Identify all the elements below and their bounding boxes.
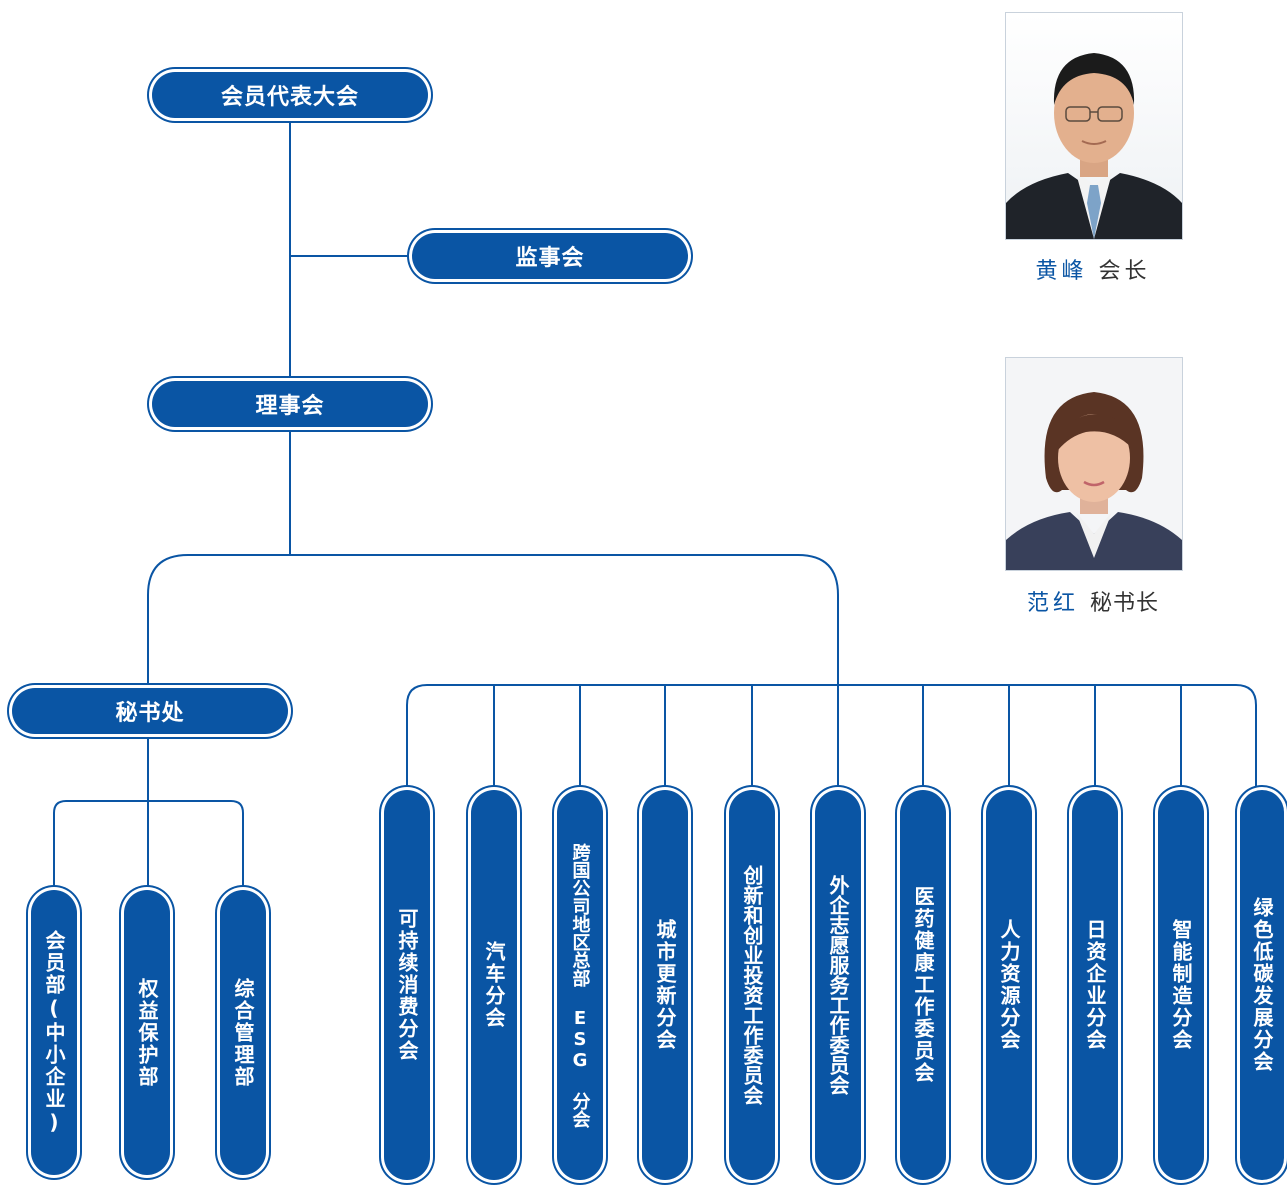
general-assembly-label: 会员代表大会 bbox=[220, 85, 359, 110]
chairman-title: 会长 bbox=[1098, 259, 1151, 284]
branch-box: 汽车分会 bbox=[471, 790, 517, 1180]
department-rights: 权益保护部 bbox=[124, 890, 170, 1175]
secretary-general-caption: 范红 秘书长 bbox=[1005, 585, 1181, 617]
branch-label: 日资企业分会 bbox=[1083, 919, 1107, 1051]
general-assembly-box: 会员代表大会 bbox=[152, 72, 428, 118]
chairman-name: 黄峰 bbox=[1035, 259, 1088, 284]
supervisory-board-label: 监事会 bbox=[515, 246, 585, 271]
branch-box: 城市更新分会 bbox=[642, 790, 688, 1180]
secretariat-label: 秘书处 bbox=[115, 701, 185, 726]
chairman-portrait-icon bbox=[1006, 13, 1182, 239]
branch-box: 人力资源分会 bbox=[986, 790, 1032, 1180]
branch-box: 创新和创业投资工作委员会 bbox=[729, 790, 775, 1180]
branch-label: 汽车分会 bbox=[482, 941, 506, 1029]
department-label: 会员部(中小企业) bbox=[42, 929, 66, 1136]
branch-label: 智能制造分会 bbox=[1169, 919, 1193, 1051]
branch-label: 人力资源分会 bbox=[997, 919, 1021, 1051]
branch-label: 城市更新分会 bbox=[653, 919, 677, 1051]
secretary-general-portrait-icon bbox=[1006, 358, 1182, 570]
branch-label: 医药健康工作委员会 bbox=[911, 886, 935, 1084]
department-admin: 综合管理部 bbox=[220, 890, 266, 1175]
branch-box: 智能制造分会 bbox=[1158, 790, 1204, 1180]
branch-box: 可持续消费分会 bbox=[384, 790, 430, 1180]
branch-box: 日资企业分会 bbox=[1072, 790, 1118, 1180]
supervisory-board-box: 监事会 bbox=[412, 233, 688, 279]
department-label: 权益保护部 bbox=[135, 977, 159, 1088]
secretary-general-name: 范红 bbox=[1026, 591, 1079, 616]
branch-box: 跨国公司地区总部 ESG 分会 bbox=[557, 790, 603, 1180]
branch-label: 创新和创业投资工作委员会 bbox=[740, 865, 764, 1105]
branch-box: 外企志愿服务工作委员会 bbox=[815, 790, 861, 1180]
branch-label: 可持续消费分会 bbox=[395, 908, 419, 1062]
department-member: 会员部(中小企业) bbox=[31, 890, 77, 1175]
branch-label: 跨国公司地区总部 ESG 分会 bbox=[569, 842, 591, 1128]
secretary-general-photo bbox=[1005, 357, 1183, 571]
branch-label: 绿色低碳发展分会 bbox=[1250, 897, 1274, 1073]
chairman-caption: 黄峰 会长 bbox=[1005, 253, 1181, 285]
secretary-general-title: 秘书长 bbox=[1090, 591, 1160, 616]
branch-label: 外企志愿服务工作委员会 bbox=[826, 875, 850, 1095]
department-label: 综合管理部 bbox=[231, 977, 255, 1088]
branch-box: 绿色低碳发展分会 bbox=[1240, 790, 1284, 1180]
council-label: 理事会 bbox=[255, 394, 325, 419]
chairman-photo bbox=[1005, 12, 1183, 240]
branch-box: 医药健康工作委员会 bbox=[900, 790, 946, 1180]
council-box: 理事会 bbox=[152, 381, 428, 427]
secretariat-box: 秘书处 bbox=[12, 688, 288, 734]
